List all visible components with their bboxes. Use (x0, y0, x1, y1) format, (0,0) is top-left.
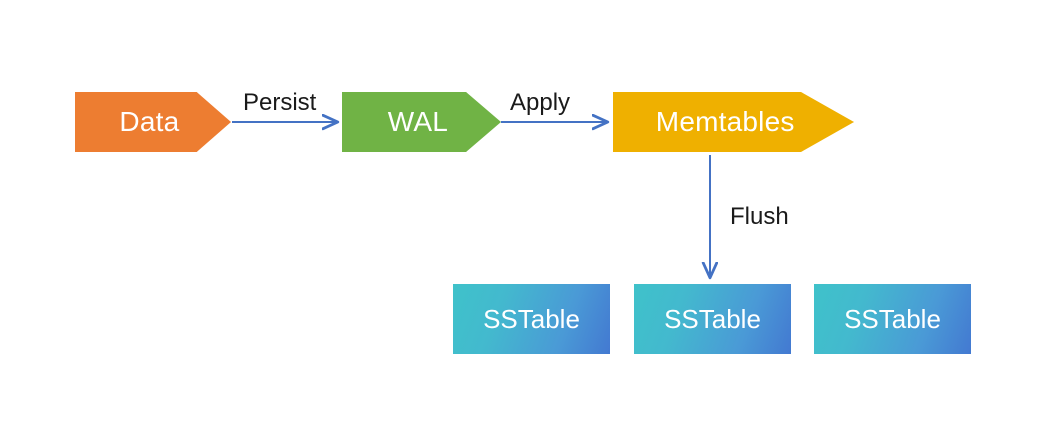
node-sstable-1-label: SSTable (483, 303, 580, 334)
node-wal[interactable]: WAL (342, 92, 501, 152)
node-sstable-1[interactable]: SSTable (453, 284, 610, 354)
node-data-label: Data (119, 106, 180, 137)
node-memtables-label: Memtables (655, 106, 795, 137)
node-sstable-2[interactable]: SSTable (634, 284, 791, 354)
edge-apply-label: Apply (510, 89, 571, 116)
node-wal-label: WAL (387, 106, 449, 137)
node-sstable-2-label: SSTable (664, 303, 761, 334)
node-data[interactable]: Data (75, 92, 231, 152)
node-sstable-3[interactable]: SSTable (814, 284, 971, 354)
node-sstable-3-label: SSTable (844, 303, 941, 334)
node-memtables[interactable]: Memtables (613, 92, 854, 152)
edge-persist-label: Persist (243, 89, 317, 116)
edge-flush-label: Flush (730, 203, 789, 230)
